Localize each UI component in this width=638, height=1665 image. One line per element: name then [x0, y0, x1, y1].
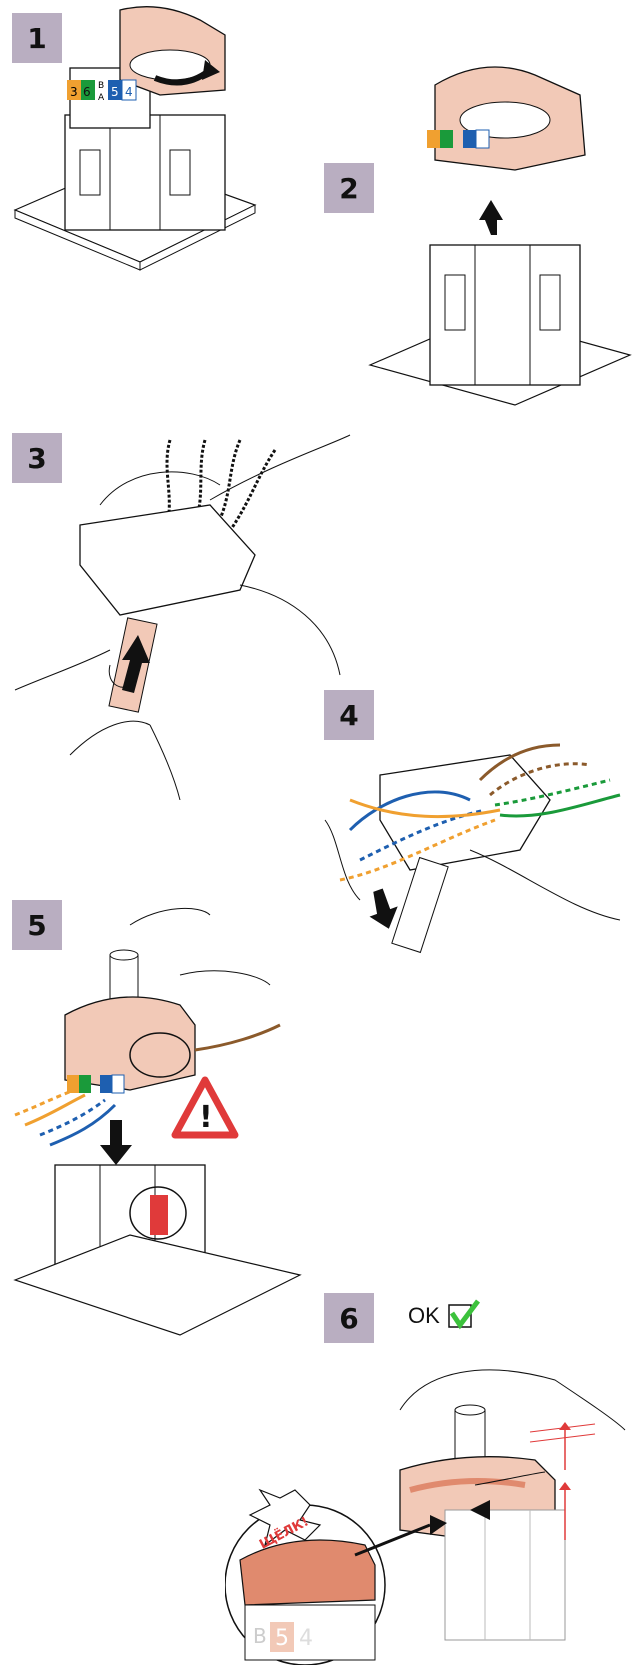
svg-text:!: ! — [199, 1100, 213, 1135]
ok-label: OK — [408, 1303, 440, 1329]
svg-text:6: 6 — [83, 85, 91, 99]
step-badge-6: 6 — [324, 1293, 374, 1343]
svg-text:4: 4 — [125, 85, 133, 99]
step5-illustration: ! — [10, 895, 310, 1345]
svg-text:5: 5 — [275, 1626, 289, 1651]
svg-text:B: B — [98, 81, 104, 91]
up-arrow-icon — [479, 200, 503, 235]
svg-text:4: 4 — [299, 1626, 313, 1651]
step2-illustration — [365, 45, 635, 410]
svg-text:B: B — [253, 1624, 267, 1648]
step3-illustration — [10, 425, 355, 800]
step4-illustration — [320, 740, 635, 955]
svg-text:5: 5 — [111, 85, 119, 99]
warning-icon: ! — [175, 1080, 235, 1135]
svg-text:A: A — [98, 93, 105, 103]
down-arrow-icon — [100, 1120, 132, 1165]
step6-illustration: B 5 4 ЩЁЛК! — [225, 1340, 638, 1665]
svg-text:3: 3 — [70, 85, 78, 99]
checkmark-icon — [446, 1297, 482, 1333]
step1-illustration: 3 6 B A 5 4 — [10, 0, 260, 275]
